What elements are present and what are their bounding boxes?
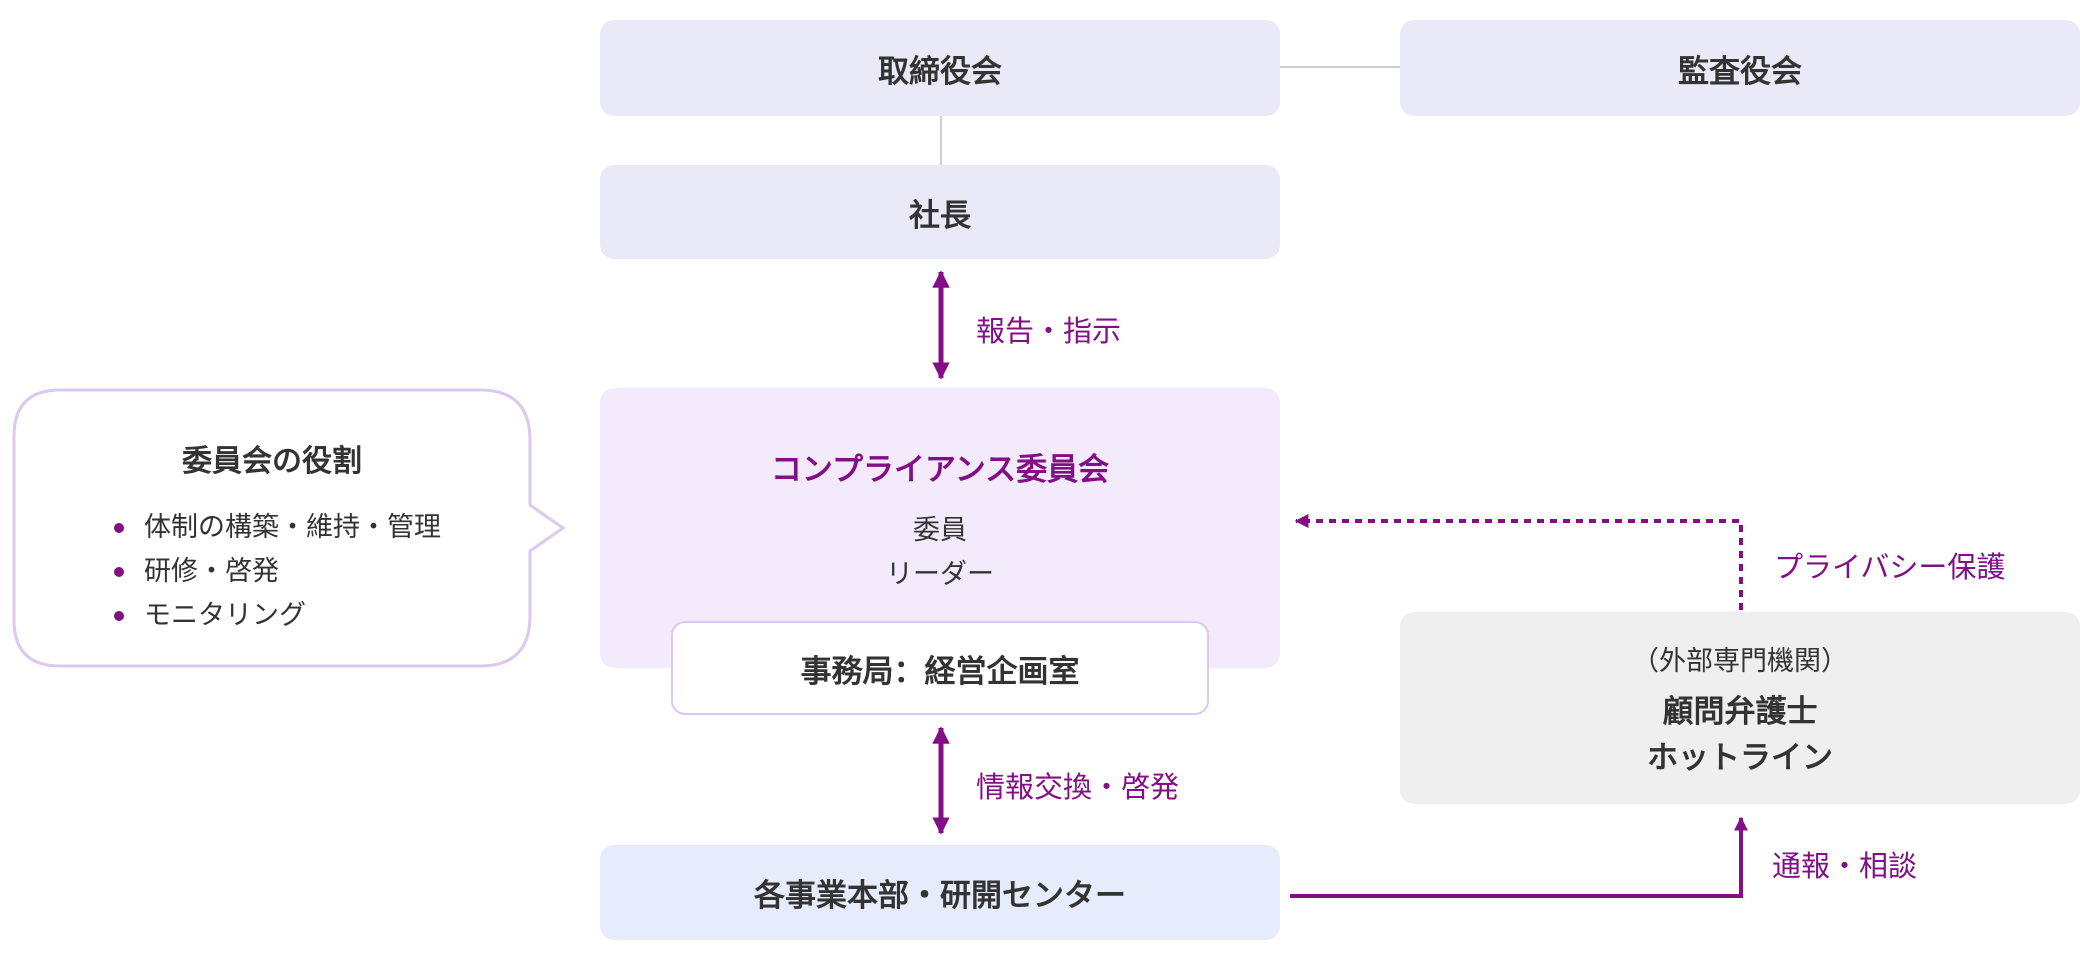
- role-item-text: 体制の構築・維持・管理: [144, 512, 441, 543]
- board-of-directors-label: 取締役会: [878, 53, 1002, 90]
- bullet-dot: [114, 567, 124, 577]
- role-bubble: 委員会の役割 体制の構築・維持・管理 研修・啓発 モニタリング: [14, 390, 530, 666]
- bullet-dot: [114, 523, 124, 533]
- committee-leader-label: リーダー: [886, 559, 994, 590]
- privacy-label: プライバシー保護: [1774, 550, 2006, 584]
- president-label: 社長: [909, 197, 971, 234]
- secretariat-label: 事務局：経営企画室: [800, 653, 1080, 690]
- role-bubble-title: 委員会の役割: [182, 444, 362, 479]
- compliance-committee-title: コンプライアンス委員会: [770, 452, 1110, 488]
- role-list-item: 研修・啓発: [100, 550, 530, 594]
- external-note-label: （外部専門機関）: [1632, 646, 1848, 677]
- role-list: 体制の構築・維持・管理 研修・啓発 モニタリング: [14, 506, 530, 638]
- role-list-item: 体制の構築・維持・管理: [100, 506, 530, 550]
- audit-board-node: 監査役会: [1400, 20, 2080, 116]
- report-consult-arrow: [1290, 816, 1748, 898]
- divisions-label: 各事業本部・研開センター: [754, 878, 1126, 914]
- audit-board-label: 監査役会: [1678, 53, 1802, 90]
- legal-counsel-label: 顧問弁護士: [1662, 694, 1818, 730]
- secretariat-node: 事務局：経営企画室: [671, 621, 1209, 715]
- privacy-dashed-arrow: [1294, 514, 1743, 610]
- bullet-dot: [114, 611, 124, 621]
- report-instruct-label: 報告・指示: [976, 314, 1122, 348]
- role-list-item: モニタリング: [100, 594, 530, 638]
- info-exchange-label: 情報交換・啓発: [976, 770, 1180, 804]
- role-item-text: モニタリング: [144, 600, 306, 631]
- role-bubble-outline: [12, 388, 566, 668]
- committee-members-label: 委員: [913, 515, 967, 546]
- divisions-node: 各事業本部・研開センター: [600, 845, 1280, 940]
- board-of-directors-node: 取締役会: [600, 20, 1280, 116]
- report-consult-label: 通報・相談: [1772, 849, 1918, 883]
- external-experts-node: （外部専門機関） 顧問弁護士 ホットライン: [1400, 612, 2080, 804]
- president-node: 社長: [600, 165, 1280, 259]
- role-item-text: 研修・啓発: [144, 556, 279, 587]
- hotline-label: ホットライン: [1647, 740, 1833, 776]
